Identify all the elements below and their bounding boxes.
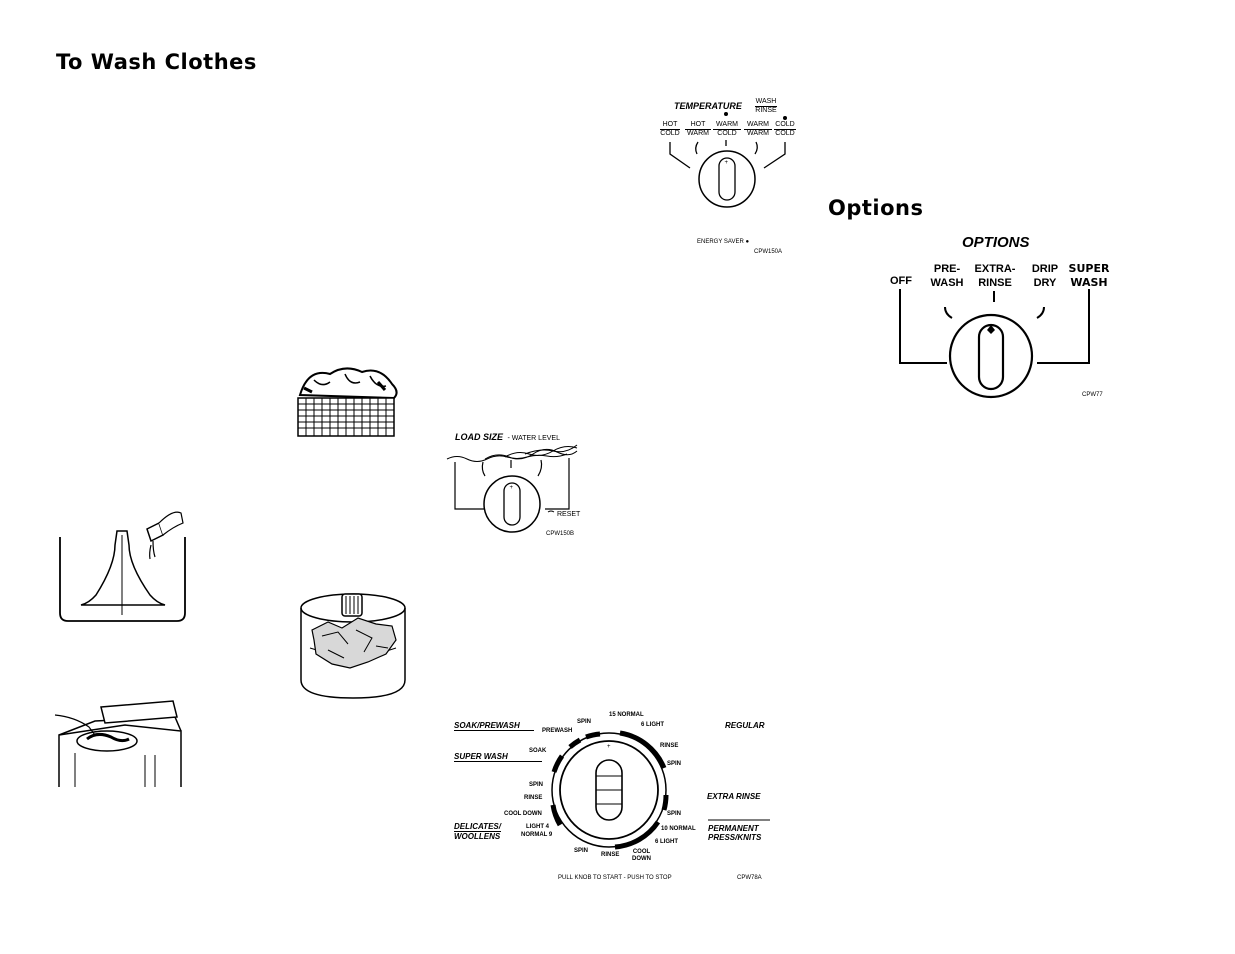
load-size-figure-code: CPW150B [546, 531, 575, 537]
temp-rinse-label: COLD [717, 130, 737, 137]
group-regular: REGULAR [725, 721, 765, 730]
svg-text:+: + [725, 160, 729, 166]
group-label: PERMANENT [708, 824, 759, 833]
step-rinse: RINSE [660, 743, 679, 749]
temp-rinse-label: WARM [687, 130, 709, 137]
step-spin: SPIN [577, 719, 592, 725]
step-spin: SPIN [667, 761, 682, 767]
pointer-icon [987, 325, 995, 334]
step-light-4: LIGHT 4 [526, 824, 550, 830]
loaded-drum-illustration [300, 593, 406, 699]
options-dial-drawing [899, 289, 1090, 399]
temperature-title: TEMPERATURE [674, 101, 742, 111]
group-label: WOOLLENS [454, 831, 501, 841]
temp-wash-label: HOT [685, 121, 711, 130]
step-spin: SPIN [667, 811, 682, 817]
step-label: DOWN [632, 856, 651, 862]
svg-text:+: + [510, 485, 514, 491]
options-figure-code: CPW77 [1082, 392, 1103, 398]
option-label: DRY [1033, 277, 1057, 289]
step-rinse: RINSE [524, 795, 543, 801]
option-label: DRIP [1031, 263, 1059, 275]
temperature-wash-rinse-key: WASH RINSE [755, 98, 777, 115]
temp-wash-label: WARM [744, 121, 772, 130]
step-6-light: 6 LIGHT [641, 722, 665, 728]
load-size-header: LOAD SIZE - WATER LEVEL [455, 427, 560, 445]
option-label: RINSE [978, 277, 1012, 289]
temp-wash-label: WARM [713, 121, 741, 130]
cycle-instructions: PULL KNOB TO START - PUSH TO STOP [558, 875, 672, 881]
temp-setting-cold-cold: COLD COLD [774, 121, 796, 138]
page-title-wash: To Wash Clothes [56, 50, 257, 74]
step-prewash: PREWASH [542, 728, 573, 734]
energy-dot-icon [724, 112, 728, 116]
temp-rinse-label: COLD [660, 130, 680, 137]
step-normal-9: NORMAL 9 [521, 832, 553, 838]
cycle-dial-drawing: + [550, 730, 770, 850]
load-size-dial-panel: LOAD SIZE - WATER LEVEL + RESET CPW150B [445, 424, 595, 544]
washer-loading-illustration [54, 700, 182, 787]
group-label: DELICATES/ [454, 822, 501, 831]
load-size-title: LOAD SIZE [455, 432, 504, 442]
option-label: WASH [1070, 276, 1108, 289]
group-soak-prewash: SOAK/PREWASH [454, 721, 534, 731]
options-dial-panel: OPTIONS OFF PRE- WASH EXTRA- RINSE DRIP … [885, 232, 1115, 407]
wash-key-label: WASH [755, 98, 777, 107]
add-detergent-illustration [59, 511, 186, 622]
temperature-dial-drawing: + [669, 112, 787, 208]
option-label: EXTRA- [974, 263, 1016, 275]
temp-rinse-label: COLD [775, 130, 795, 137]
step-cool-down: COOL DOWN [632, 849, 651, 863]
laundry-basket-illustration [297, 367, 398, 437]
temp-rinse-label: WARM [747, 130, 769, 137]
option-prewash[interactable]: PRE- WASH [925, 262, 969, 290]
option-label: SUPER [1068, 262, 1110, 275]
temperature-dial-panel: TEMPERATURE WASH RINSE HOT COLD HOT WARM… [660, 96, 810, 266]
step-rinse: RINSE [601, 852, 620, 858]
step-6-light: 6 LIGHT [655, 839, 679, 845]
option-label: WASH [930, 277, 964, 289]
step-10-normal: 10 NORMAL [661, 826, 696, 832]
cycle-figure-code: CPW78A [737, 875, 762, 881]
temp-wash-label: COLD [774, 121, 796, 130]
cycle-dial-panel: SOAK/PREWASH SUPER WASH DELICATES/ WOOLL… [450, 710, 780, 885]
load-size-subtitle: - WATER LEVEL [507, 435, 560, 442]
option-label: PRE- [933, 263, 961, 275]
group-label: PRESS/KNITS [708, 833, 762, 842]
energy-saver-text: ENERGY SAVER [697, 239, 744, 245]
temp-setting-warm-cold: WARM COLD [713, 121, 741, 138]
energy-dot-icon [783, 116, 787, 120]
temperature-figure-code: CPW150A [754, 249, 783, 255]
energy-saver-label: ENERGY SAVER ● [697, 239, 750, 245]
step-15-normal: 15 NORMAL [609, 712, 644, 718]
section-title-options: Options [828, 196, 924, 220]
group-delicates: DELICATES/ WOOLLENS [454, 822, 501, 841]
temp-setting-warm-warm: WARM WARM [744, 121, 772, 138]
step-cool-down: COOL DOWN [504, 811, 542, 817]
load-size-dial-drawing: + [446, 444, 578, 533]
svg-text:+: + [607, 744, 611, 750]
temp-setting-hot-warm: HOT WARM [685, 121, 711, 138]
option-drip-dry[interactable]: DRIP DRY [1025, 262, 1065, 290]
temp-setting-hot-cold: HOT COLD [660, 121, 680, 138]
step-label: COOL [632, 849, 651, 855]
temp-wash-label: HOT [660, 121, 680, 130]
step-soak: SOAK [529, 748, 547, 754]
rinse-key-label: RINSE [755, 107, 777, 114]
option-off[interactable]: OFF [890, 275, 912, 287]
options-title: OPTIONS [962, 234, 1030, 251]
step-spin: SPIN [529, 782, 544, 788]
group-permanent-press: PERMANENT PRESS/KNITS [708, 824, 761, 842]
step-spin: SPIN [574, 848, 589, 854]
option-super-wash[interactable]: SUPER WASH [1065, 262, 1113, 290]
reset-label: RESET [557, 511, 581, 518]
group-super-wash: SUPER WASH [454, 752, 542, 762]
option-extra-rinse[interactable]: EXTRA- RINSE [970, 262, 1020, 290]
group-extra-rinse: EXTRA RINSE [707, 792, 761, 801]
